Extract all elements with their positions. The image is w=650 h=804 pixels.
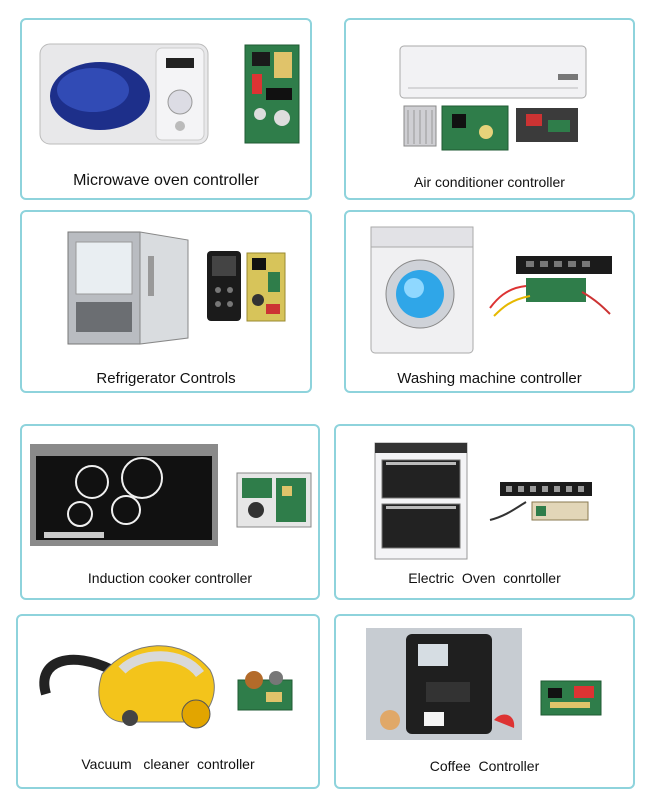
- coffee-machine-image: [366, 628, 522, 740]
- electric-oven-image: [372, 440, 470, 562]
- microwave-oven-image: [38, 40, 213, 150]
- product-card-air-conditioner: Air conditioner controller: [344, 18, 635, 200]
- pcb-board-image: [246, 252, 286, 322]
- product-label: Electric Oven conrtoller: [408, 570, 561, 586]
- product-card-electric-oven: Electric Oven conrtoller: [334, 424, 635, 600]
- product-label: Air conditioner controller: [414, 174, 565, 190]
- product-card-microwave: Microwave oven controller: [20, 18, 312, 200]
- vacuum-cleaner-image: [32, 630, 222, 730]
- product-card-vacuum-cleaner: Vacuum cleaner controller: [16, 614, 320, 789]
- pcb-board-image: [540, 680, 602, 716]
- product-label: Microwave oven controller: [73, 172, 259, 189]
- product-label: Refrigerator Controls: [96, 370, 236, 387]
- induction-cooker-image: [30, 444, 218, 546]
- product-label: Washing machine controller: [397, 370, 582, 387]
- pcb-board-image: [486, 252, 616, 322]
- product-label: Induction cooker controller: [87, 570, 253, 586]
- control-panel-image: [486, 478, 596, 526]
- refrigerator-image: [64, 226, 194, 348]
- product-label: Vacuum cleaner controller: [81, 756, 255, 772]
- air-conditioner-image: [398, 44, 588, 154]
- pcb-board-image: [236, 666, 294, 712]
- product-card-washing-machine: Washing machine controller: [344, 210, 635, 393]
- washing-machine-image: [368, 224, 478, 356]
- product-card-refrigerator: Refrigerator Controls: [20, 210, 312, 393]
- product-card-induction-cooker: Induction cooker controller: [20, 424, 320, 600]
- product-card-coffee-machine: Coffee Controller: [334, 614, 635, 789]
- pcb-board-image: [236, 472, 312, 528]
- pcb-board-image: [244, 44, 300, 144]
- control-panel-image: [206, 250, 242, 322]
- product-label: Coffee Controller: [429, 758, 540, 774]
